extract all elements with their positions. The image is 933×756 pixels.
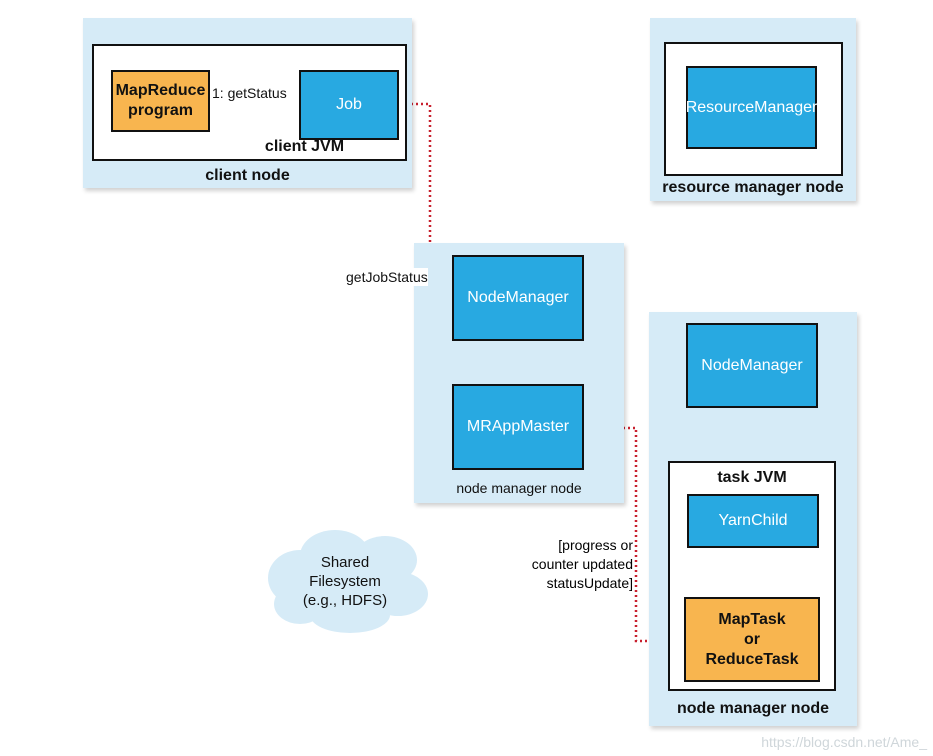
node-manager-node-label-2: node manager node [676,700,830,717]
node-manager-box-2: NodeManager [686,323,818,408]
status-update-line3: statusUpdate] [546,575,633,591]
resource-manager-node-label: resource manager node [662,179,844,196]
filesystem-label: Shared Filesystem (e.g., HDFS) [285,553,405,610]
task-line3: ReduceTask [705,650,799,668]
resource-manager-box: ResourceManager [686,66,817,149]
client-jvm: MapReduce program Job client JVM [92,44,407,161]
resource-manager-container: ResourceManager [664,42,843,176]
yarn-child-box: YarnChild [687,494,819,548]
job-box: Job [299,70,399,140]
mapreduce-program-line1: MapReduce [115,82,206,99]
watermark: https://blog.csdn.net/Ame_ [761,734,927,750]
node-manager-node-app-master: NodeManager MRAppMaster node manager nod… [414,243,624,503]
client-node-label: client node [205,167,290,184]
resource-manager-node: ResourceManager resource manager node [650,18,856,201]
get-job-status-label: getJobStatus [346,268,428,286]
mapreduce-program-box: MapReduce program [111,70,210,132]
client-jvm-label: client JVM [264,138,345,155]
task-line1: MapTask [718,610,786,628]
status-update-line2: counter updated [531,556,633,572]
filesystem-line3: (e.g., HDFS) [302,592,388,609]
map-or-reduce-task-box: MapTask or ReduceTask [684,597,820,682]
node-manager-node-label-1: node manager node [456,480,582,496]
task-line2: or [744,630,760,648]
node-manager-box-1: NodeManager [452,255,584,341]
status-update-line1: [progress or [558,537,633,553]
get-status-label: 1: getStatus [212,85,287,101]
task-jvm: task JVM YarnChild MapTask or ReduceTask [668,461,836,691]
node-manager-node-task: NodeManager task JVM YarnChild MapTask o… [649,312,857,726]
client-node: MapReduce program Job client JVM client … [83,18,412,188]
status-update-label: [progress or counter updated statusUpdat… [531,536,633,593]
mapreduce-program-line2: program [128,102,193,119]
filesystem-line2: Filesystem [309,573,381,590]
task-jvm-label: task JVM [717,469,787,486]
filesystem-line1: Shared [320,554,370,571]
mr-app-master-box: MRAppMaster [452,384,584,470]
